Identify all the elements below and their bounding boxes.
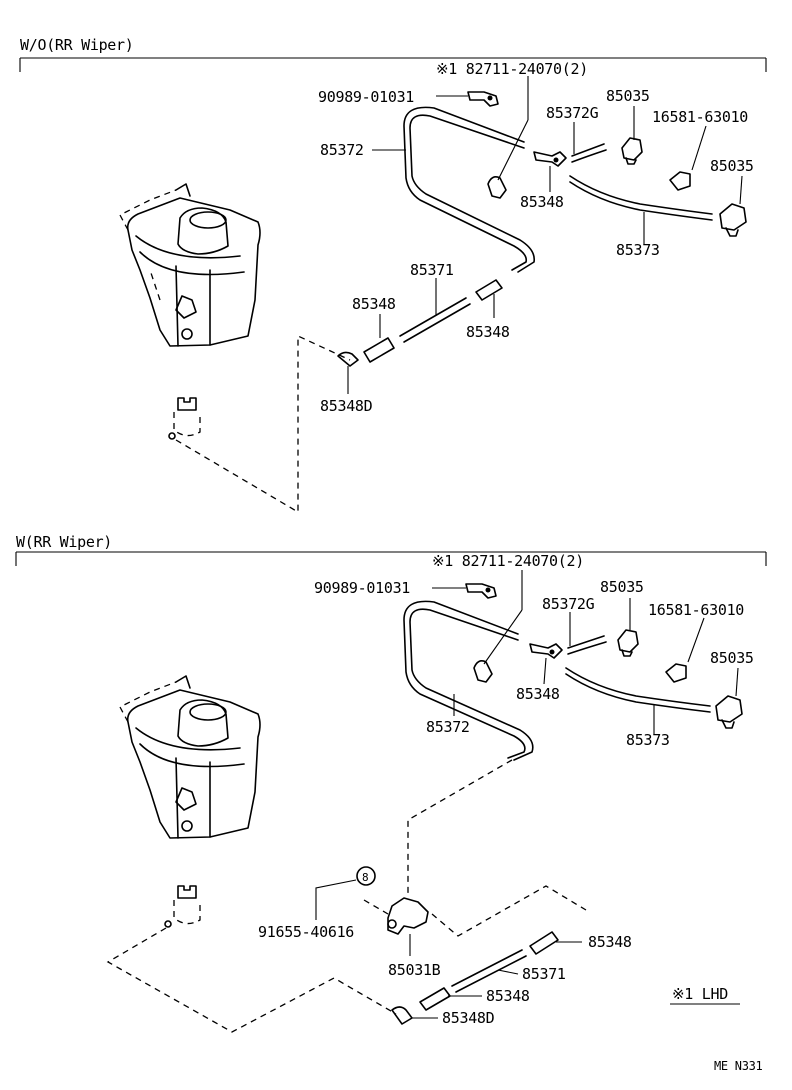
section1-label-85348-right: 85348 — [466, 323, 510, 341]
section2-label-85372: 85372 — [426, 718, 470, 736]
section1-label-90989: 90989-01031 — [318, 88, 415, 106]
section1-label-85371: 85371 — [410, 261, 454, 279]
section1-cap-16581 — [669, 125, 707, 191]
section1-hose-85372 — [372, 106, 536, 273]
section2-label-85348-left: 85348 — [486, 987, 530, 1005]
section2-label-16581: 16581-63010 — [648, 601, 745, 619]
section1-hose-85371 — [399, 278, 471, 343]
section1-clip-82711 — [487, 76, 529, 199]
section2-label-85035-a: 85035 — [600, 578, 644, 596]
section2-joint-85348-upper — [529, 643, 563, 685]
section2-label-85348d: 85348D — [442, 1009, 495, 1027]
figure-code: ME N331 — [714, 1059, 763, 1073]
section2-valve-85031b — [387, 897, 429, 956]
section2-bolt-91655: 8 — [315, 866, 376, 920]
section1-label-85035-a: 85035 — [606, 87, 650, 105]
section2-label-85348-upper: 85348 — [516, 685, 560, 703]
section2-route-line-upper — [407, 759, 513, 896]
section2-joint-85348-left — [419, 987, 482, 1011]
section1-joint-85348-right — [475, 279, 503, 318]
section1-clip-90989 — [436, 91, 499, 107]
section2-label-85035-b: 85035 — [710, 649, 754, 667]
section1-washer-pump — [168, 397, 201, 440]
section2-clip-90989 — [432, 583, 497, 599]
section2-route-line-right — [431, 885, 587, 937]
section1-header: W/O(RR Wiper) — [20, 36, 134, 54]
section1-note-82711: ※1 82711-24070(2) — [436, 60, 588, 78]
section2-hose-85372 — [403, 600, 534, 761]
section2-label-85348-right: 85348 — [588, 933, 632, 951]
section2-label-85031b: 85031B — [388, 961, 441, 979]
section1-joint-85348-left — [363, 314, 395, 363]
section2-nozzle-85035-a — [617, 598, 639, 657]
section2-washer-pump — [164, 885, 201, 928]
section2-label-85372g: 85372G — [542, 595, 595, 613]
section1-frame — [19, 57, 767, 72]
section1-route-line — [175, 334, 351, 514]
section2-hose-85371 — [451, 949, 527, 993]
section2-header: W(RR Wiper) — [16, 533, 113, 551]
section2-elbow-85348d — [391, 1006, 438, 1025]
section2-label-91655: 91655-40616 — [258, 923, 355, 941]
section1-label-85348-upper: 85348 — [520, 193, 564, 211]
section1-elbow-85348d — [337, 351, 359, 394]
section1-washer-tank — [119, 183, 261, 347]
section2-hose-85373 — [565, 667, 711, 734]
section1-label-85373: 85373 — [616, 241, 660, 259]
section2-joint-85348-right — [529, 931, 582, 955]
section1-label-85348d: 85348D — [320, 397, 373, 415]
section2-nozzle-85035-b — [715, 667, 743, 729]
section2-route-line-left — [106, 927, 397, 1033]
section2-note-82711: ※1 82711-24070(2) — [432, 552, 584, 570]
section2-washer-tank — [119, 675, 261, 839]
section1-label-85372: 85372 — [320, 141, 364, 159]
circle-mark-text: 8 — [362, 871, 369, 884]
section2-clip-82711 — [473, 570, 523, 683]
section2-hose-85372g — [567, 612, 607, 655]
section1-nozzle-85035-b — [719, 175, 747, 237]
section2-frame — [15, 551, 767, 566]
section2-label-90989: 90989-01031 — [314, 579, 411, 597]
section1-label-85035-b: 85035 — [710, 157, 754, 175]
section2-label-85373: 85373 — [626, 731, 670, 749]
section1-label-16581: 16581-63010 — [652, 108, 749, 126]
section2-cap-16581 — [665, 617, 705, 683]
section1-label-85348-left: 85348 — [352, 295, 396, 313]
section1-joint-85348-upper — [533, 151, 567, 192]
section2-route-line-stub — [363, 899, 389, 915]
legend-lhd: ※1 LHD — [672, 985, 728, 1003]
section1-label-85372g: 85372G — [546, 104, 599, 122]
section1-nozzle-85035-a — [621, 106, 643, 165]
section1-hose-85372g — [571, 122, 607, 163]
section1-hose-85373 — [569, 175, 713, 244]
section2-label-85371: 85371 — [522, 965, 566, 983]
